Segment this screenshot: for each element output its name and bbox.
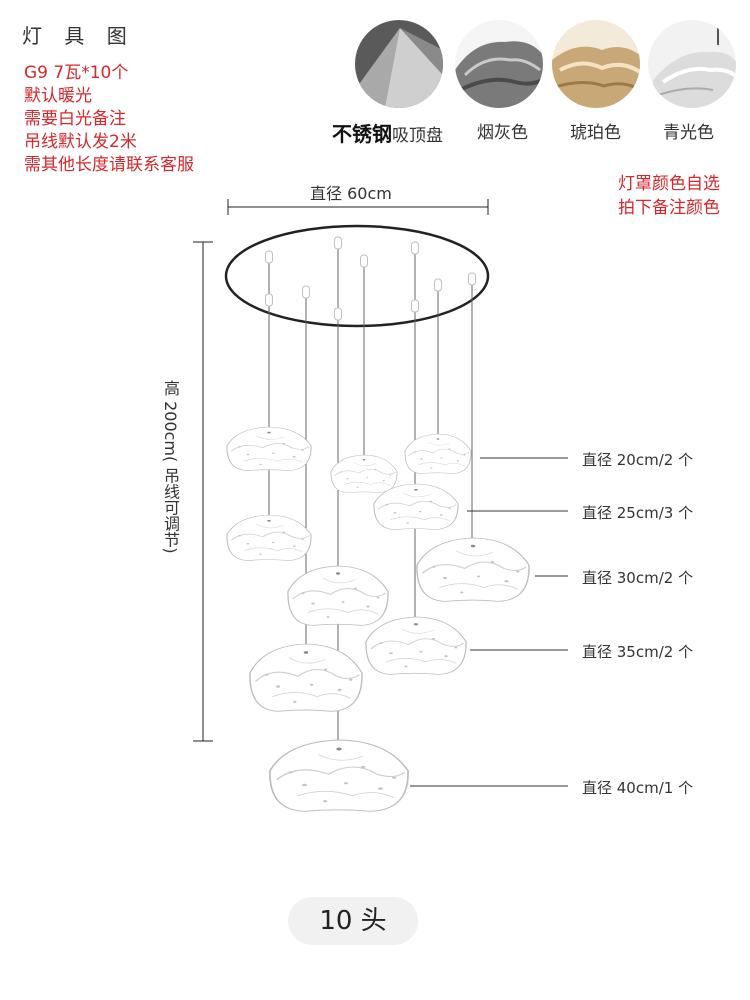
note-white-light: 需要白光备注 [24,109,126,129]
height-dimension-line [193,241,213,742]
size-label-35cm: 直径 35cm/2 个 [582,643,694,661]
swatch-amber [552,20,640,108]
swatch-label-clear: 青光色 [663,123,714,143]
size-label-25cm: 直径 25cm/3 个 [582,504,694,522]
note-bulb: G9 7瓦*10个 [24,63,129,83]
spec-notes: G9 7瓦*10个 默认暖光 需要白光备注 吊线默认发2米 需其他长度请联系客服 [24,62,194,177]
heads-count-badge: 10 头 [288,897,418,945]
note-wire-length: 吊线默认发2米 [24,132,137,152]
size-label-30cm: 直径 30cm/2 个 [582,569,694,587]
canopy-diameter-label: 直径 60cm [310,184,392,203]
canopy-dimension-line [227,199,489,215]
height-label: 高 200cm( 吊线可调节) [161,380,180,554]
swatch-stainless-steel [355,20,443,108]
size-leader-lines [410,457,568,787]
note-warm-light: 默认暖光 [24,86,92,106]
swatch-label-amber: 琥珀色 [570,123,621,143]
swatch-label-stainless: 不锈钢吸顶盘 [332,122,443,146]
bulb-holders [265,236,476,321]
note-contact: 需其他长度请联系客服 [24,155,194,175]
size-label-40cm: 直径 40cm/1 个 [582,779,694,797]
color-swatches: 不锈钢吸顶盘 烟灰色 琥珀色 青光色 [330,20,750,150]
swatch-clear [648,20,736,108]
ceiling-canopy [224,224,490,328]
size-label-20cm: 直径 20cm/2 个 [582,451,694,469]
glass-shades [227,427,529,811]
page-title: 灯 具 图 [22,24,135,48]
shade-color-note: 灯罩颜色自选 拍下备注颜色 [618,174,720,218]
swatch-label-smoke: 烟灰色 [477,123,528,143]
swatch-smoke-gray [455,20,543,108]
